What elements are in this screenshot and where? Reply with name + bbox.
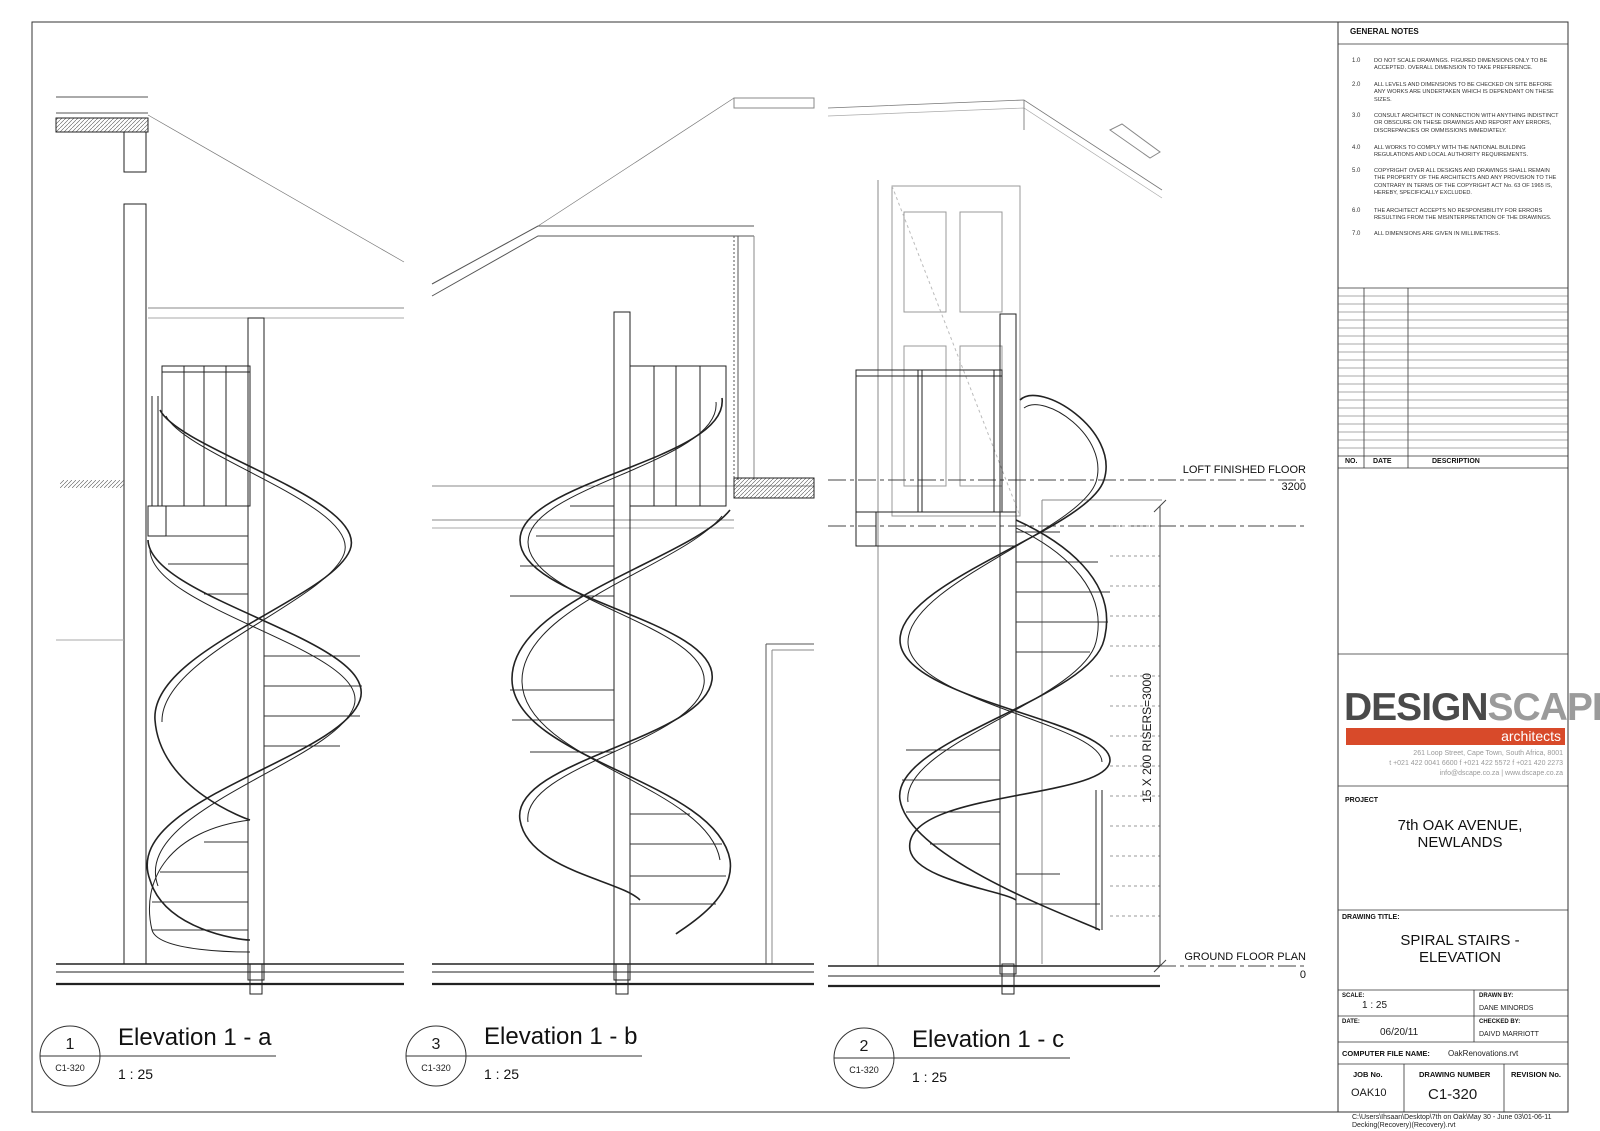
general-notes-heading: GENERAL NOTES	[1350, 27, 1419, 36]
drawing-title-line-1: SPIRAL STAIRS -	[1400, 932, 1520, 949]
elevation-1a-title: Elevation 1 - a	[118, 1024, 272, 1051]
risers-dimension-label: 15 X 200 RISERS=3000	[1140, 673, 1154, 803]
general-note-text: CONSULT ARCHITECT IN CONNECTION WITH ANY…	[1374, 113, 1559, 134]
revision-date-label: DATE	[1373, 458, 1392, 465]
elevation-1c-title: Elevation 1 - c	[912, 1026, 1065, 1053]
elevation-1a-number: 1	[65, 1036, 75, 1053]
elevation-1b-number: 3	[431, 1036, 441, 1053]
logo-word-dark: DESIGN	[1344, 686, 1489, 729]
elevation-1a-ref: C1-320	[55, 1063, 85, 1073]
ground-level-value: 0	[1299, 969, 1306, 981]
general-note-text: ALL LEVELS AND DIMENSIONS TO BE CHECKED …	[1374, 82, 1554, 103]
general-note-text: COPYRIGHT OVER ALL DESIGNS AND DRAWINGS …	[1374, 168, 1557, 197]
drawn-by-label: DRAWN BY:	[1479, 993, 1514, 999]
elevation-1b-drawing	[431, 97, 815, 995]
scale-value: 1 : 25	[1362, 1000, 1388, 1011]
date-value: 06/20/11	[1380, 1027, 1419, 1038]
scale-label: SCALE:	[1342, 993, 1365, 999]
project-label: PROJECT	[1345, 797, 1379, 804]
logo-tagline-bar: architects	[1346, 728, 1565, 745]
general-note-number: 1.0	[1352, 58, 1361, 64]
elevation-1b-ref: C1-320	[421, 1063, 451, 1073]
elevation-1c-number: 2	[859, 1038, 869, 1055]
file-path-line-1: C:\Users\Ihsaan\Desktop\7th on Oak\May 3…	[1352, 1114, 1552, 1121]
checked-by-label: CHECKED BY:	[1479, 1019, 1521, 1025]
elevation-1c-drawing	[827, 99, 1306, 995]
revision-rows	[1338, 295, 1568, 449]
logo-tagline: architects	[1501, 728, 1561, 744]
sheet-border	[31, 21, 1569, 1113]
general-note-number: 3.0	[1352, 113, 1361, 119]
elevation-1a-drawing	[55, 96, 405, 995]
logo-address-line-3: info@dscape.co.za | www.dscape.co.za	[1439, 770, 1563, 777]
general-note-number: 6.0	[1352, 208, 1361, 214]
computer-file-value: OakRenovations.rvt	[1448, 1049, 1519, 1058]
general-note-text: ALL DIMENSIONS ARE GIVEN IN MILLIMETRES.	[1374, 231, 1500, 237]
general-note-text: DO NOT SCALE DRAWINGS. FIGURED DIMENSION…	[1374, 58, 1548, 72]
revision-description-label: DESCRIPTION	[1432, 458, 1480, 465]
logo-address-line-1: 261 Loop Street, Cape Town, South Africa…	[1413, 750, 1563, 757]
general-note-number: 2.0	[1352, 82, 1361, 88]
title-block-grid	[1338, 43, 1568, 1112]
computer-file-label: COMPUTER FILE NAME:	[1342, 1049, 1430, 1058]
drawing-title-line-2: ELEVATION	[1419, 949, 1501, 966]
general-note-number: 4.0	[1352, 145, 1361, 151]
job-label: JOB No.	[1353, 1070, 1383, 1079]
file-path-line-2: Decking(Recovery)(Recovery).rvt	[1352, 1122, 1456, 1129]
project-name-line-1: 7th OAK AVENUE,	[1397, 817, 1523, 834]
general-note-text: ALL WORKS TO COMPLY WITH THE NATIONAL BU…	[1374, 145, 1529, 159]
elevation-1a-scale: 1 : 25	[118, 1066, 154, 1082]
loft-level-value: 3200	[1281, 481, 1306, 493]
revision-number-label: REVISION No.	[1511, 1070, 1562, 1079]
project-name-line-2: NEWLANDS	[1417, 834, 1503, 851]
logo-address-line-2: t +021 422 0041 6600 f +021 422 5572 f +…	[1389, 760, 1563, 767]
loft-level-name: LOFT FINISHED FLOOR	[1182, 464, 1306, 476]
elevation-1b-title: Elevation 1 - b	[484, 1023, 638, 1050]
checked-by-value: DAIVD MARRIOTT	[1479, 1031, 1539, 1038]
general-note-number: 7.0	[1352, 231, 1361, 237]
elevation-1b-scale: 1 : 25	[484, 1066, 520, 1082]
job-value: OAK10	[1351, 1087, 1387, 1099]
elevation-1c-ref: C1-320	[849, 1065, 879, 1075]
elevation-tags	[39, 1025, 1070, 1089]
general-note-number: 5.0	[1352, 168, 1361, 174]
drawing-number-value: C1-320	[1428, 1086, 1478, 1103]
drawing-number-label: DRAWING NUMBER	[1419, 1070, 1491, 1079]
revision-no-label: NO.	[1345, 458, 1358, 465]
logo-word-light: SCAPE	[1487, 686, 1600, 729]
drawn-by-value: DANE MINORDS	[1479, 1005, 1534, 1012]
elevation-1c-scale: 1 : 25	[912, 1069, 948, 1085]
drawing-title-label: DRAWING TITLE:	[1342, 914, 1400, 921]
general-note-text: THE ARCHITECT ACCEPTS NO RESPONSIBILITY …	[1374, 208, 1552, 222]
ground-level-name: GROUND FLOOR PLAN	[1184, 951, 1306, 963]
date-label: DATE:	[1342, 1019, 1360, 1025]
designscape-logo: DESIGNSCAPE	[1344, 686, 1600, 730]
